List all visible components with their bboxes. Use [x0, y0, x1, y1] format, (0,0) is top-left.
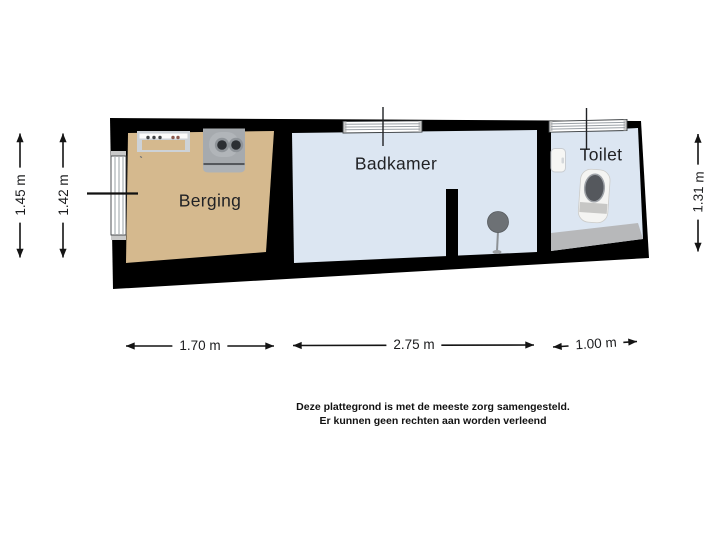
room-label-toilet: Toilet [579, 144, 623, 165]
room-label-berging: Berging [178, 190, 242, 211]
toilet-icon [577, 168, 611, 224]
disclaimer-line-1: Deze plattegrond is met de meeste zorg s… [296, 401, 570, 413]
counter-icon [137, 131, 190, 158]
dimension-label-170: 1.70 m [172, 335, 228, 355]
disclaimer-line-2: Er kunnen geen rechten aan worden verlee… [319, 414, 547, 427]
washing-machine-icon [203, 128, 245, 173]
dimension-label-131: 1.31 m [687, 164, 709, 220]
toilet-window-icon [548, 119, 628, 133]
dimension-label-145: 1.45 m [10, 167, 30, 223]
toilet-threshold [551, 223, 643, 251]
badkamer-floor [292, 130, 537, 263]
shower-icon [487, 211, 509, 254]
berging-window-icon [110, 151, 127, 240]
room-label-badkamer: Badkamer [354, 153, 438, 174]
sink-icon [550, 148, 566, 173]
disclaimer: Deze plattegrond is met de meeste zorg s… [296, 401, 570, 428]
dimension-label-100: 1.00 m [567, 331, 625, 355]
partition-wall-stub [446, 189, 458, 258]
dimension-label-142: 1.42 m [53, 167, 73, 223]
dimension-label-275: 2.75 m [386, 334, 442, 354]
